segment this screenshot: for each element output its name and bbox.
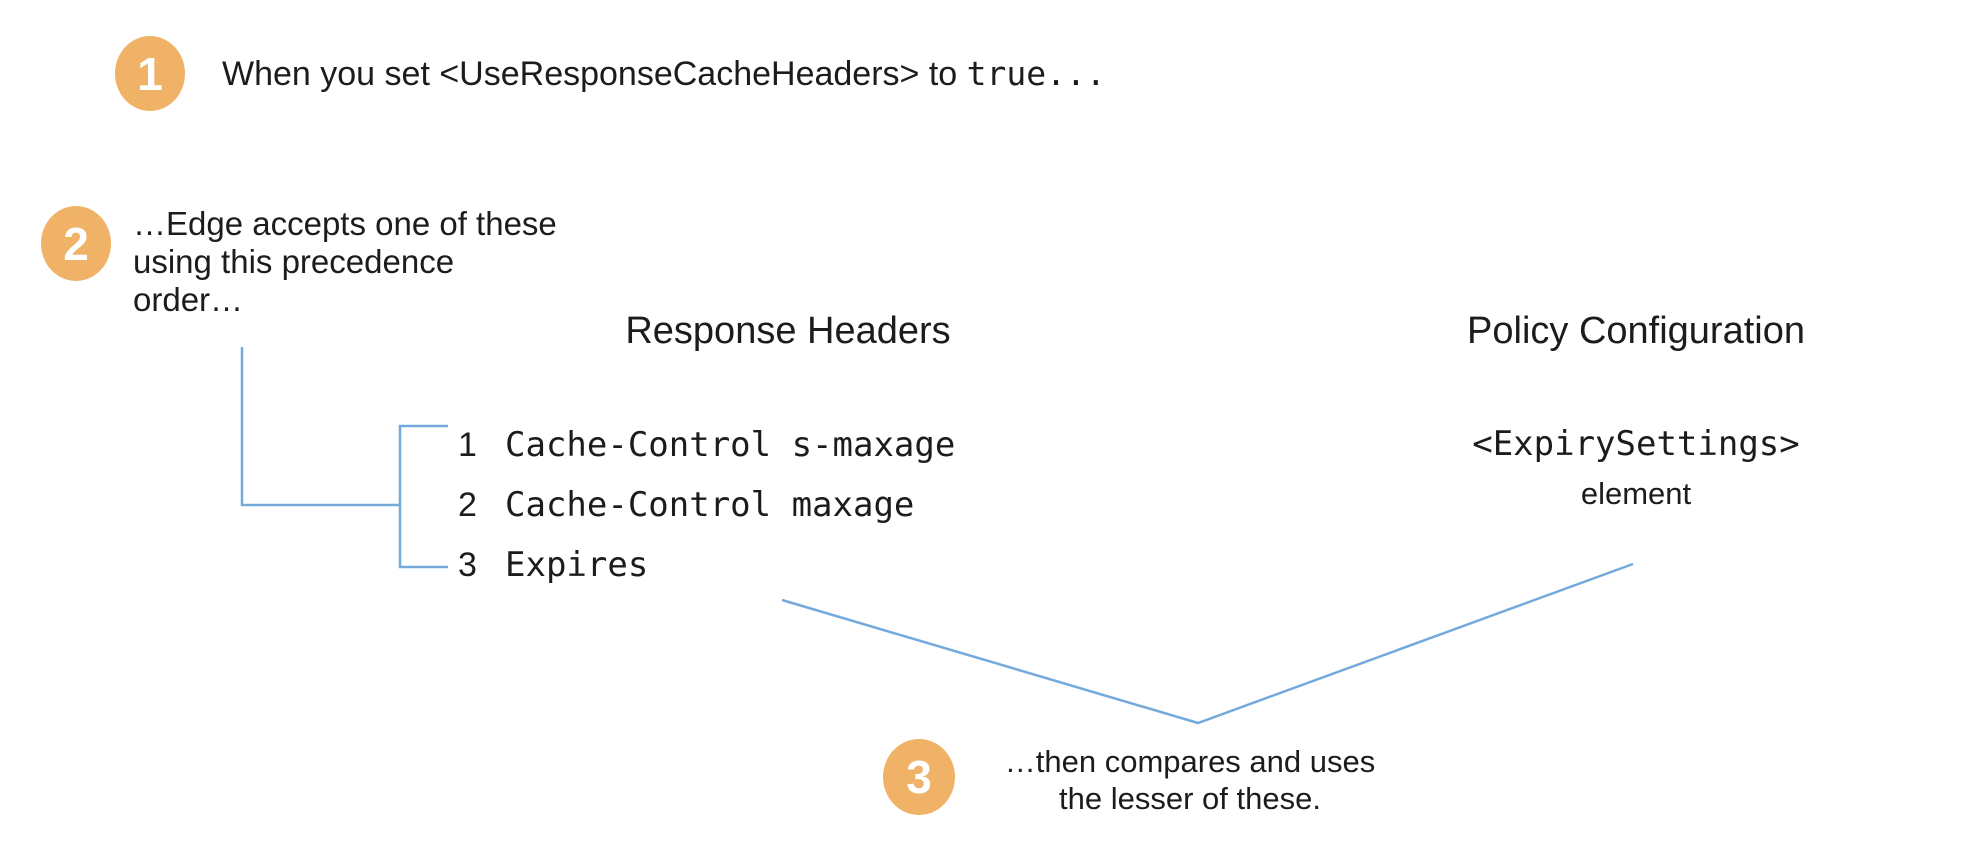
connector-list-bracket	[398, 424, 448, 569]
step-2-badge: 2	[41, 206, 111, 281]
expiry-settings-label: element	[1580, 476, 1692, 511]
list-item-name: Cache-Control maxage	[505, 485, 915, 525]
step-1-text-code: true...	[966, 54, 1106, 93]
step-3-text: …then compares and uses the lesser of th…	[980, 743, 1400, 817]
step-2-text: …Edge accepts one of these using this pr…	[133, 205, 557, 319]
list-item-rank: 3	[458, 546, 477, 584]
step-1-text-sans: When you set <UseResponseCacheHeaders> t…	[222, 55, 967, 93]
connector-step2-elbow	[240, 347, 400, 507]
step-3-text-line: the lesser of these.	[1059, 781, 1321, 816]
step-1-text: When you set <UseResponseCacheHeaders> t…	[222, 54, 1106, 94]
list-item-rank: 2	[458, 486, 477, 524]
policy-configuration-heading: Policy Configuration	[1467, 310, 1805, 352]
list-item-name: Expires	[505, 545, 649, 585]
expiry-settings-code: <ExpirySettings>	[1472, 424, 1800, 464]
step-1-badge-number: 1	[137, 47, 163, 100]
step-1-badge: 1	[115, 36, 185, 111]
step-2-text-line: …Edge accepts one of these	[133, 205, 557, 242]
list-item-rank: 1	[458, 426, 477, 464]
list-item-name: Cache-Control s-maxage	[505, 425, 956, 465]
step-3-badge-number: 3	[906, 751, 932, 803]
list-item-expires: 3 Expires	[458, 545, 648, 585]
step-2-badge-number: 2	[63, 217, 89, 270]
response-headers-heading: Response Headers	[625, 310, 951, 352]
step-3-text-line: …then compares and uses	[1004, 744, 1376, 779]
step-2-text-line: order…	[133, 281, 244, 318]
connector-merge-v	[781, 562, 1634, 725]
step-2-text-line: using this precedence	[133, 243, 455, 280]
list-item-cache-control-s-maxage: 1 Cache-Control s-maxage	[458, 425, 955, 465]
list-item-cache-control-maxage: 2 Cache-Control maxage	[458, 485, 914, 525]
step-3-badge: 3	[883, 739, 955, 815]
